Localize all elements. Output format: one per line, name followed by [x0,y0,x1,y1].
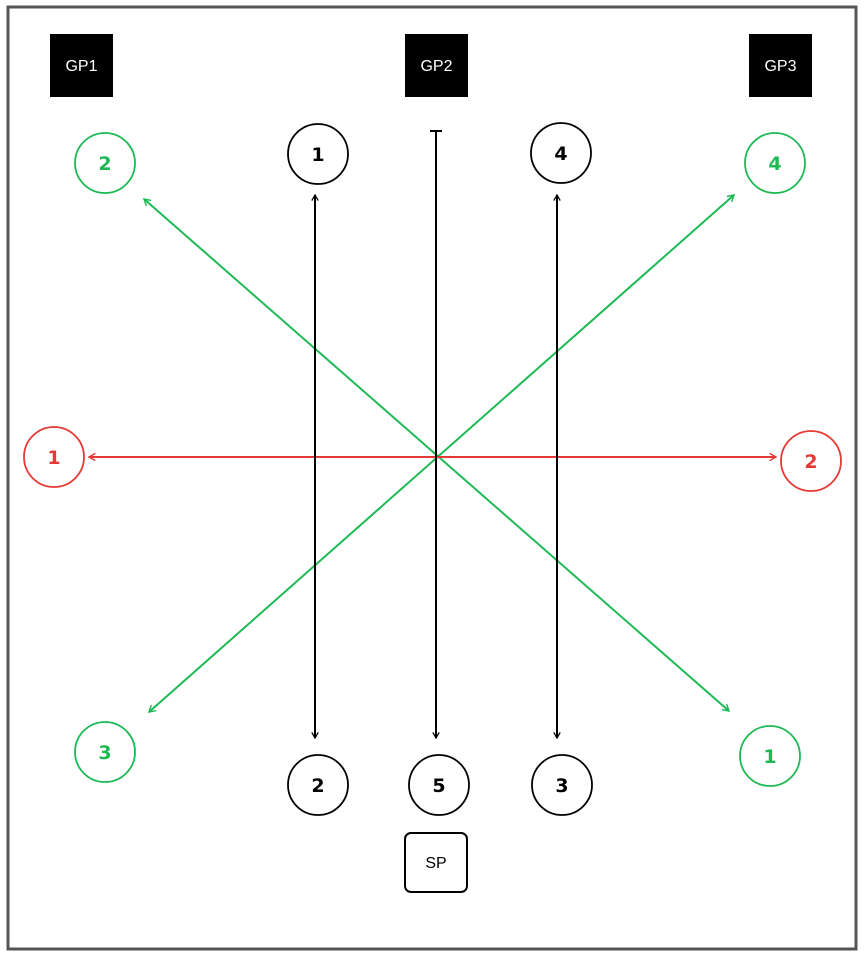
node-red-left-label: 1 [47,447,60,469]
node-green-bottom-right-label: 1 [763,746,776,768]
sp-label: SP [425,855,446,872]
gp1-label: GP1 [65,58,97,75]
sp-box: SP [404,832,468,893]
node-green-top-left-2: 2 [74,132,136,194]
node-red-right-2: 2 [780,430,842,492]
node-green-bottom-left-label: 3 [98,742,111,764]
node-black-top-4: 4 [530,122,592,184]
node-black-bottom-3: 3 [531,754,593,816]
node-green-bottom-right-1: 1 [739,725,801,787]
node-black-top-4-label: 4 [554,143,567,165]
node-red-left-1: 1 [23,426,85,488]
node-black-bottom-5-label: 5 [432,775,445,797]
gp3-box: GP3 [749,34,812,97]
node-black-top-1: 1 [287,123,349,185]
gp2-box: GP2 [405,34,468,97]
node-black-top-1-label: 1 [311,144,324,166]
node-black-bottom-2-label: 2 [311,775,324,797]
node-green-bottom-left-3: 3 [74,721,136,783]
node-black-bottom-5: 5 [408,754,470,816]
node-red-right-label: 2 [804,451,817,473]
node-green-top-right-4: 4 [744,132,806,194]
node-green-top-left-label: 2 [98,153,111,175]
node-green-top-right-label: 4 [768,153,781,175]
node-black-bottom-3-label: 3 [555,775,568,797]
node-black-bottom-2: 2 [287,754,349,816]
gp1-box: GP1 [50,34,113,97]
gp3-label: GP3 [764,58,796,75]
gp2-label: GP2 [420,58,452,75]
